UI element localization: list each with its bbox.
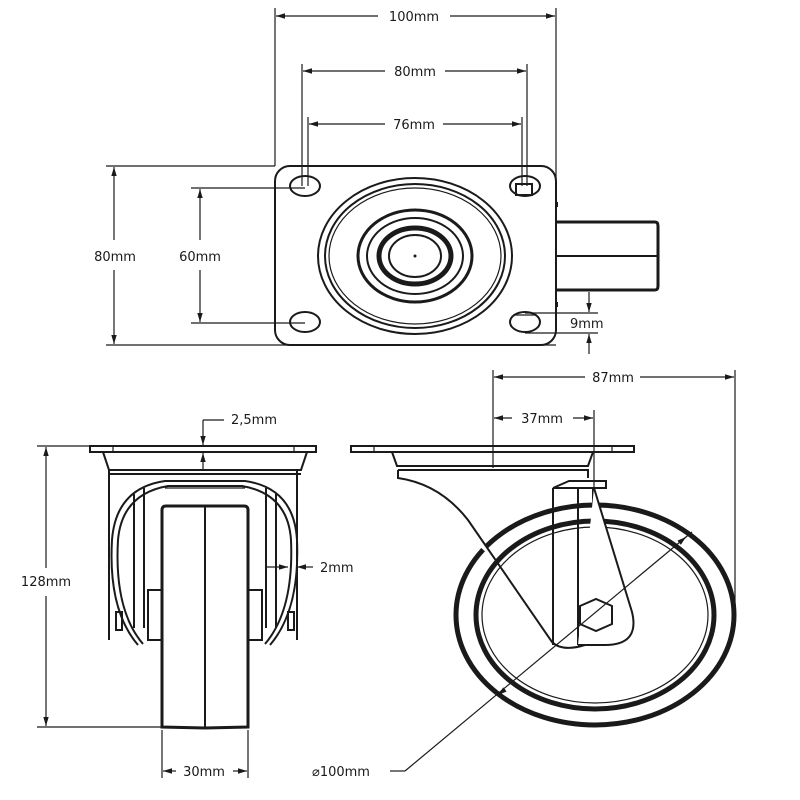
front-view: 2,5mm 128mm 2mm 30mm	[21, 413, 354, 780]
dim-slot-offset: 9mm	[570, 317, 604, 332]
dim-fork-thickness: 2mm	[320, 561, 354, 576]
axle-boss-right	[247, 589, 263, 641]
side-view: ⌀100mm 87mm 37mm	[312, 370, 737, 780]
dim-wheel-width: 30mm	[183, 765, 225, 780]
dim-hole-spacing-inner: 76mm	[393, 118, 435, 133]
axle-nut	[579, 597, 613, 633]
bolt-hole-bl	[289, 311, 321, 333]
bolt-hole-tr	[509, 175, 541, 197]
swivel-ring-outer	[317, 177, 513, 335]
center-point	[413, 254, 417, 258]
dim-hole-spacing-outer: 80mm	[394, 65, 436, 80]
dim-plate-thickness: 2,5mm	[231, 413, 277, 428]
dim-plate-width: 100mm	[389, 10, 439, 25]
dim-plate-height: 80mm	[94, 250, 136, 265]
dim-total-height: 128mm	[21, 575, 71, 590]
fork-arch-outer	[110, 480, 299, 646]
bolt-hole-br	[509, 311, 541, 333]
front-plate	[89, 445, 317, 453]
swivel-bearing	[376, 225, 454, 287]
dim-hole-spacing-vertical: 60mm	[179, 250, 221, 265]
dim-swivel-radius: 87mm	[592, 371, 634, 386]
bolt-hole-tl	[289, 175, 321, 197]
dim-offset: 37mm	[521, 412, 563, 427]
axle-boss-left	[147, 589, 163, 641]
fork-leg	[397, 470, 586, 649]
top-view: 100mm 80mm 76mm 80mm 60mm 9mm	[94, 8, 660, 354]
dim-wheel-diameter: ⌀100mm	[312, 765, 370, 780]
fork-arch-inner	[116, 485, 293, 645]
